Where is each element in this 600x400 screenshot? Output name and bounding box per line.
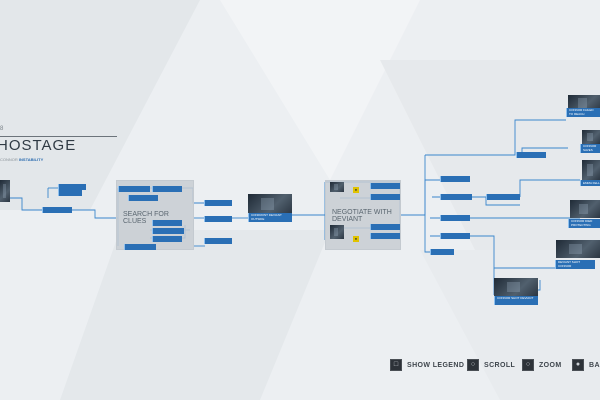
flow-node[interactable] [440, 194, 472, 200]
flow-node[interactable] [204, 200, 232, 206]
flow-node[interactable] [152, 186, 182, 192]
zoom-stick-icon: ○ [522, 359, 534, 371]
flow-node[interactable] [370, 233, 400, 239]
flow-node[interactable] [152, 220, 182, 226]
negotiate-hub-label: NEGOTIATE WITH DEVIANT [332, 209, 392, 223]
flow-node[interactable] [440, 215, 470, 221]
connor-shot-node[interactable]: CONNOR SHOT DEVIANT [494, 296, 538, 305]
negotiate-thumbnail[interactable] [330, 225, 344, 239]
show-legend-label: SHOW LEGEND [407, 361, 465, 369]
search-hub-label: SEARCH FOR CLUES [123, 211, 169, 225]
flow-node[interactable] [440, 233, 470, 239]
subtitle-value: INSTABILITY [18, 157, 44, 162]
emma-falls-node[interactable]: EMMA FELL [580, 180, 600, 186]
flow-node[interactable] [128, 195, 158, 201]
subtitle-prefix: CONNOR [0, 157, 18, 162]
flow-node[interactable] [152, 228, 184, 234]
flow-node[interactable] [370, 183, 400, 189]
connor-saves-node[interactable]: CONNOR SAVES EMMA [580, 144, 600, 153]
connor-protects-node[interactable]: CONNOR DIED PROTECTING EMMA [568, 219, 600, 228]
ending-thumbnail[interactable] [568, 95, 600, 111]
ending-thumbnail[interactable] [582, 160, 600, 180]
flow-node[interactable] [42, 207, 72, 213]
chapter-title: HOSTAGE [0, 137, 77, 154]
legend-show-button[interactable]: □ SHOW LEGEND [390, 358, 464, 372]
chapter-number: 8 [0, 126, 5, 132]
flow-node[interactable] [124, 244, 156, 250]
start-scene-thumbnail[interactable] [0, 180, 10, 202]
flow-node[interactable] [430, 249, 454, 255]
square-icon: □ [390, 359, 402, 371]
scroll-stick-icon: ○ [467, 359, 479, 371]
circle-icon: ● [572, 359, 584, 371]
connor-fails-node[interactable]: CONNOR FAILED TO REACH DEVIANT [566, 108, 600, 117]
ending-thumbnail[interactable] [556, 240, 600, 258]
back-label: BA [589, 361, 600, 369]
flow-node[interactable] [440, 176, 470, 182]
legend-back-button[interactable]: ● BA [572, 358, 600, 372]
flow-node[interactable] [204, 238, 232, 244]
legend-scroll-control[interactable]: ○ SCROLL [467, 358, 515, 372]
legend-zoom-control[interactable]: ○ ZOOM [522, 358, 562, 372]
flow-node[interactable] [370, 224, 400, 230]
ending-thumbnail[interactable] [494, 278, 538, 296]
flow-node[interactable] [370, 194, 400, 200]
flow-node[interactable] [152, 236, 182, 242]
confront-scene-thumbnail[interactable] [248, 194, 292, 214]
negotiate-thumbnail[interactable] [330, 182, 344, 192]
lock-icon: ● [353, 236, 359, 242]
scroll-label: SCROLL [484, 361, 516, 369]
chapter-subtitle: CONNOR INSTABILITY [0, 157, 43, 162]
title-divider [0, 136, 117, 137]
flow-node[interactable] [58, 184, 86, 190]
flow-node[interactable] [118, 186, 150, 192]
ending-thumbnail[interactable] [570, 200, 600, 218]
confront-node[interactable]: CONFRONT DEVIANT OUTSIDE [248, 213, 292, 222]
lock-icon: ● [353, 187, 359, 193]
ending-thumbnail[interactable] [582, 130, 600, 144]
flow-node[interactable] [486, 194, 520, 200]
deviant-shot-node[interactable]: DEVIANT SHOT CONNOR [555, 260, 595, 269]
flow-node[interactable] [516, 152, 546, 158]
zoom-label: ZOOM [539, 361, 562, 369]
flow-node[interactable] [204, 216, 232, 222]
flow-node[interactable] [58, 190, 82, 196]
